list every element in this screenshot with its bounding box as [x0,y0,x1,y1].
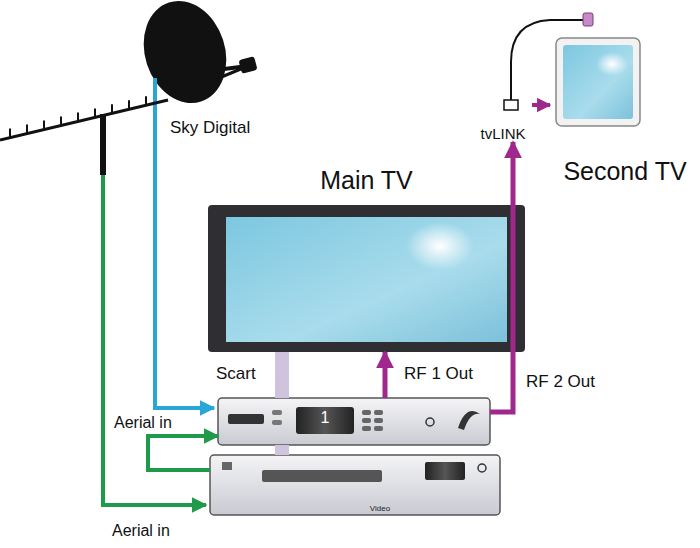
aerial-element [43,121,45,130]
connection-label: RF 2 Out [524,372,597,392]
cable-connector [490,142,513,412]
node-label: 1 [296,409,354,427]
cable-connector [532,103,550,107]
connection-label: RF 1 Out [402,364,475,384]
device-node: tvLINK [474,98,532,142]
node-label: Second TV [550,157,700,186]
cable-connector [148,436,218,470]
aerial-cable [103,175,206,505]
aerial-element [60,116,62,125]
node-label: Main TV [208,166,525,195]
input-label: Aerial in [110,522,172,540]
tv-node: Second TV [550,30,700,186]
connection-label: Aerial in [112,414,174,432]
connection-label: Scart [214,364,258,384]
aerial-element [111,104,113,113]
main-tv-set [208,205,525,352]
aerial-element [128,100,130,109]
aerial-element [94,108,96,117]
video-recorder [210,455,500,515]
set-top-box: 1 [218,398,490,445]
sky-digibox [218,398,490,445]
second-tv-set [556,38,640,126]
cable-connector [275,352,289,398]
cable-connector [383,352,388,398]
aerial-element [9,129,11,138]
signal-label: Sky Digital [168,118,252,138]
aerial-element [145,96,147,105]
satellite-dish [131,0,258,114]
node-label: Video [360,504,400,513]
tvlink-unit [504,13,593,110]
aerial-element [77,112,79,121]
tv-aerial [0,96,168,175]
video-recorder-node: Video [210,455,500,515]
tv-node: Main TV [208,166,525,352]
aerial-element [26,125,28,134]
node-label: tvLINK [474,125,532,142]
cable-connector [275,445,289,455]
